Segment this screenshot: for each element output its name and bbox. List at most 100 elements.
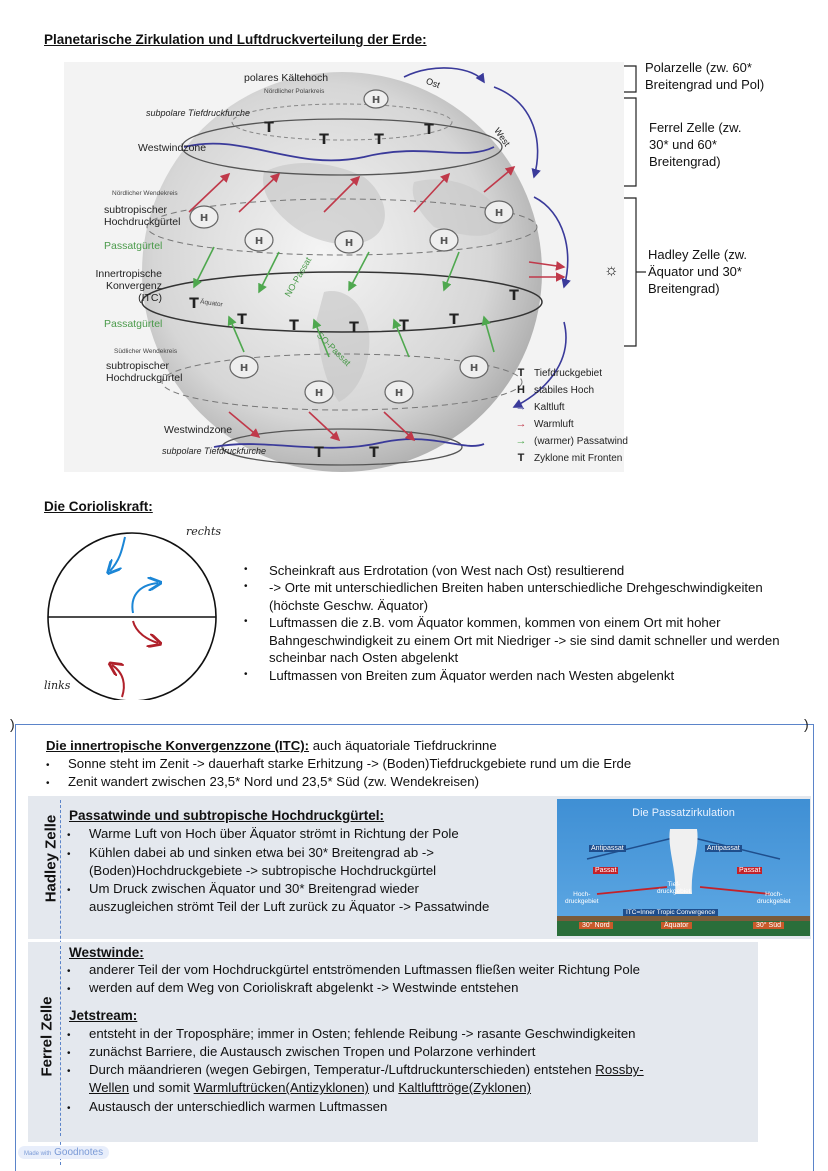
goodnotes-badge: Made with Goodnotes (18, 1146, 110, 1159)
label-westwind-south: Westwindzone (164, 424, 233, 436)
svg-text:H: H (495, 208, 503, 219)
itc-title: Die innertropische Konvergenzzone (ITC): (46, 738, 310, 753)
passat-left: Passat (593, 867, 619, 874)
svg-text:H: H (315, 388, 323, 399)
list-item: Luftmassen die z.B. vom Äquator kommen, … (244, 614, 784, 666)
jetstream-title: Jetstream: (69, 1008, 138, 1023)
label-polar-high: polares Kältehoch (244, 72, 329, 84)
svg-text:H: H (372, 95, 380, 106)
svg-text:T: T (289, 318, 299, 334)
svg-text:T: T (349, 320, 359, 336)
hadley-side-label: Hadley Zelle (42, 814, 60, 903)
list-item-continued: (Boden)Hochdruckgebiete -> subtropische … (89, 863, 437, 878)
cell-brackets (624, 65, 646, 347)
legend-label: (warmer) Passatwind (534, 435, 628, 447)
label-subpolar-trough-north: subpolare Tiefdruckfurche (146, 108, 250, 118)
svg-text:H: H (255, 236, 263, 247)
legend-item: T Zyklone mit Fronten (514, 452, 623, 464)
coriolis-bullets: Scheinkraft aus Erdrotation (von West na… (244, 562, 784, 684)
svg-text:T: T (314, 445, 324, 461)
legend-symbol: H (517, 384, 525, 396)
list-item: •Zenit wandert zwischen 23,5* Nord und 2… (46, 774, 479, 789)
sued-label: 30° Süd (753, 922, 784, 929)
legend-label: Warmluft (534, 418, 574, 430)
westwinde-title: Westwinde: (69, 945, 144, 960)
label-north-polar-circle: Nördlicher Polarkreis (264, 88, 325, 95)
label-links: links (44, 679, 71, 692)
svg-text:T: T (374, 132, 384, 148)
list-item: •Durch mäandrieren (wegen Gebirgen, Temp… (67, 1062, 644, 1077)
legend-label: Kaltluft (534, 401, 565, 413)
svg-text:H: H (440, 236, 448, 247)
label-north-tropic: Nördlicher Wendekreis (112, 190, 178, 197)
coriolis-sketch (47, 532, 217, 700)
nord-label: 30° Nord (579, 922, 613, 929)
list-item-continued: auszugleichen strömt Teil der Luft zurüc… (89, 899, 490, 914)
itc-title-suffix: auch äquatoriale Tiefdruckrinne (309, 738, 497, 753)
list-item: Luftmassen von Breiten zum Äquator werde… (244, 667, 784, 684)
legend-symbol: T (517, 367, 525, 379)
legend-item: → (warmer) Passatwind (514, 435, 628, 447)
ferrel-side-label: Ferrel Zelle (38, 996, 56, 1077)
svg-text:H: H (470, 363, 478, 374)
itc-heading: Die innertropische Konvergenzzone (ITC):… (46, 738, 497, 753)
svg-text:T: T (264, 120, 274, 136)
section-title-coriolis: Die Corioliskraft: (44, 499, 153, 514)
label-subtropic-high-north: subtropischer Hochdruckgürtel (104, 204, 181, 228)
svg-text:H: H (200, 213, 208, 224)
passat-diagram-title: Die Passatzirkulation (632, 807, 735, 819)
svg-text:T: T (189, 296, 199, 312)
panel-corner-left: ) (10, 716, 15, 732)
label-hadley-cell: Hadley Zelle (zw. Äquator und 30* Breite… (648, 247, 747, 296)
label-polar-cell: Polarzelle (zw. 60* Breitengrad und Pol) (645, 60, 765, 92)
legend-symbol: T (517, 452, 525, 464)
hadley-title: Passatwinde und subtropische Hochdruckgü… (69, 808, 385, 823)
list-item-continued: Wellen und somit Warmluftrücken(Antizykl… (89, 1080, 532, 1095)
dashed-divider (60, 946, 61, 1136)
svg-text:T: T (509, 288, 519, 304)
list-item: -> Orte mit unterschiedlichen Breiten ha… (244, 579, 784, 614)
section-title-circulation: Planetarische Zirkulation und Luftdruckv… (44, 32, 427, 47)
legend-label: stabiles Hoch (534, 384, 595, 396)
label-passat-south: Passatgürtel (104, 318, 163, 330)
passat-diagram: Die Passatzirkulation Antipassat Antipas… (557, 799, 810, 936)
svg-text:T: T (319, 132, 329, 148)
aequator-label: Äquator (661, 922, 692, 929)
list-item: •werden auf dem Weg von Corioliskraft ab… (67, 980, 519, 995)
legend-item: → Kaltluft (514, 401, 565, 413)
list-item: •zunächst Barriere, die Austausch zwisch… (67, 1044, 536, 1059)
legend-item: →Warmluft (514, 418, 574, 430)
globe-illustration: H H H H H H H H H H T T T T T T T T T T T T T (64, 62, 624, 472)
legend-label: Zyklone mit Fronten (534, 452, 623, 464)
passat-right: Passat (737, 867, 763, 874)
sun-icon: ☼ (604, 262, 619, 279)
svg-text:H: H (395, 388, 403, 399)
legend-symbol: → (515, 401, 527, 413)
legend-symbol: → (515, 435, 527, 447)
svg-text:T: T (369, 445, 379, 461)
list-item: •Sonne steht im Zenit -> dauerhaft stark… (46, 756, 632, 771)
label-ferrel-cell: Ferrel Zelle (zw. 30* und 60* Breitengra… (649, 120, 742, 169)
itc-label: ITC=Inner Tropic Convergence (623, 909, 719, 916)
svg-text:T: T (399, 318, 409, 334)
hoch-left: Hoch- druckgebiet (565, 891, 599, 905)
svg-text:H: H (240, 363, 248, 374)
globe-figure: H H H H H H H H H H T T T T T T T T T T T T T (64, 62, 628, 472)
tief-center: Tief- druckgebiet (657, 881, 691, 895)
list-item: Scheinkraft aus Erdrotation (von West na… (244, 562, 784, 579)
label-subtropic-high-south: subtropischer Hochdruckgürtel (106, 360, 183, 384)
label-itc: Innertropische Konvergenz (ITC) (95, 268, 162, 304)
panel-corner-right: ) (804, 716, 809, 732)
antipassat-right: Antipassat (705, 845, 742, 852)
svg-text:H: H (345, 238, 353, 249)
ferrel-box (28, 942, 758, 1142)
hoch-right: Hoch- druckgebiet (757, 891, 791, 905)
svg-text:T: T (449, 312, 459, 328)
svg-text:T: T (237, 312, 247, 328)
label-subpolar-trough-south: subpolare Tiefdruckfurche (162, 446, 266, 456)
list-item: •Warme Luft von Hoch über Äquator strömt… (67, 826, 459, 841)
list-item: •entsteht in der Troposphäre; immer in O… (67, 1026, 636, 1041)
list-item: •Kühlen dabei ab und sinken etwa bei 30*… (67, 845, 434, 860)
